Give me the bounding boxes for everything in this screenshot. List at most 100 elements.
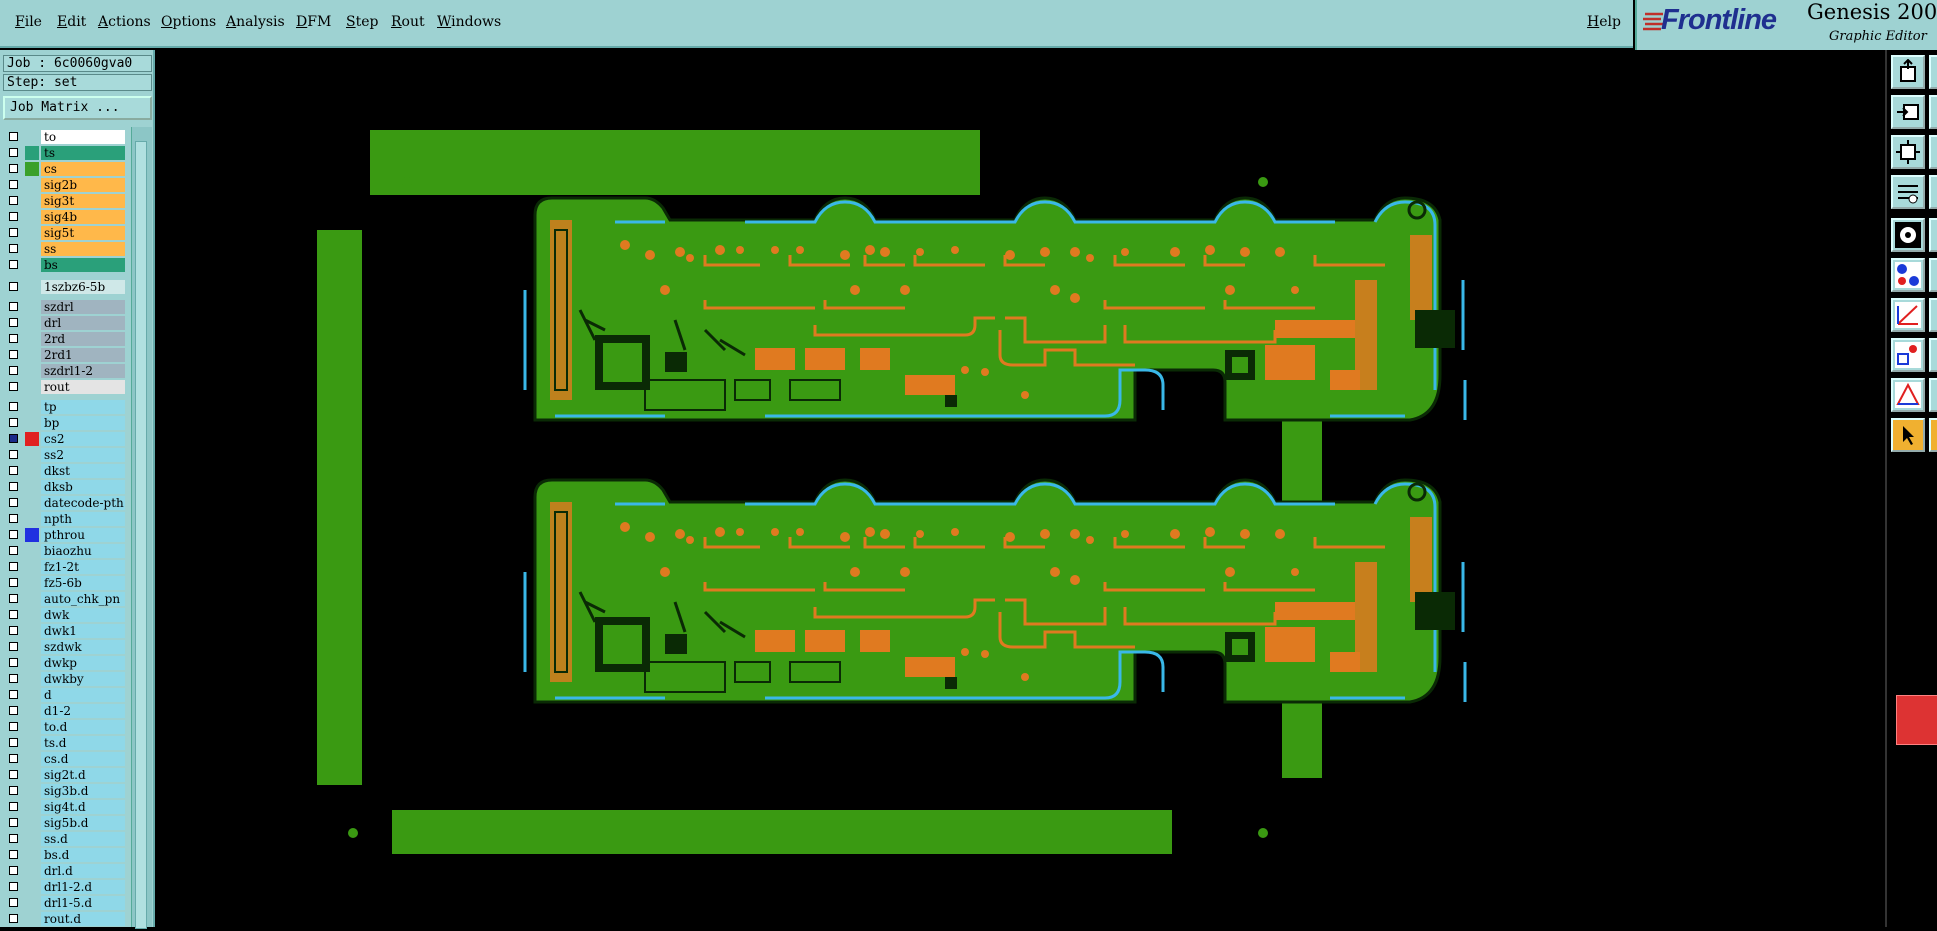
layer-row[interactable]: dwkby [3, 671, 125, 687]
layer-name[interactable]: d [41, 688, 125, 702]
layer-checkbox[interactable] [9, 786, 18, 795]
layer-row[interactable]: fz5-6b [3, 575, 125, 591]
layer-name[interactable]: sig3t [41, 194, 125, 208]
snap-icon[interactable] [1891, 218, 1925, 252]
layer-row[interactable]: ss2 [3, 447, 125, 463]
layer-name[interactable]: ss.d [41, 832, 125, 846]
layer-row[interactable]: sig4t.d [3, 799, 125, 815]
layer-checkbox[interactable] [9, 818, 18, 827]
layer-checkbox[interactable] [9, 530, 18, 539]
layer-row[interactable]: drl.d [3, 863, 125, 879]
layer-row[interactable]: cs.d [3, 751, 125, 767]
layer-name[interactable]: dksb [41, 480, 125, 494]
layer-name[interactable]: sig5t [41, 226, 125, 240]
settings-icon[interactable] [1891, 175, 1925, 209]
layer-row[interactable]: dksb [3, 479, 125, 495]
tool-edge[interactable] [1929, 338, 1937, 372]
layer-checkbox[interactable] [9, 642, 18, 651]
layer-checkbox[interactable] [9, 706, 18, 715]
tool-edge[interactable] [1929, 258, 1937, 292]
layer-name[interactable]: 2rd [41, 332, 125, 346]
pcb-panel-view[interactable] [155, 50, 1885, 927]
tool-edge[interactable] [1929, 218, 1937, 252]
pointer-icon[interactable] [1891, 418, 1925, 452]
layer-row[interactable]: sig4b [3, 209, 125, 225]
menu-actions[interactable]: Actions [98, 14, 151, 30]
layer-row[interactable]: bp [3, 415, 125, 431]
menu-file[interactable]: File [15, 14, 42, 30]
layer-name[interactable]: dwkby [41, 672, 125, 686]
layer-checkbox[interactable] [9, 514, 18, 523]
layer-name[interactable]: sig3b.d [41, 784, 125, 798]
layer-row[interactable]: pthrou [3, 527, 125, 543]
layer-checkbox[interactable] [9, 674, 18, 683]
layer-checkbox[interactable] [9, 482, 18, 491]
layer-checkbox[interactable] [9, 466, 18, 475]
pcb-board-upper[interactable] [523, 196, 1467, 422]
layer-row[interactable]: szdrl [3, 299, 125, 315]
layer-checkbox[interactable] [9, 866, 18, 875]
layer-row[interactable]: ss [3, 241, 125, 257]
layer-row[interactable]: drl [3, 315, 125, 331]
layer-name[interactable]: bs.d [41, 848, 125, 862]
layer-list-scrollbar[interactable] [131, 127, 152, 929]
layer-checkbox[interactable] [9, 802, 18, 811]
layer-row[interactable]: 2rd1 [3, 347, 125, 363]
layer-checkbox[interactable] [9, 148, 18, 157]
scrollbar-thumb[interactable] [135, 141, 147, 929]
layer-row[interactable]: biaozhu [3, 543, 125, 559]
layer-name[interactable]: dwk1 [41, 624, 125, 638]
layer-name[interactable]: 2rd1 [41, 348, 125, 362]
zoom-fit-icon[interactable] [1891, 135, 1925, 169]
layer-checkbox[interactable] [9, 196, 18, 205]
menu-rout[interactable]: Rout [391, 14, 425, 30]
layer-name[interactable]: npth [41, 512, 125, 526]
layer-name[interactable]: bp [41, 416, 125, 430]
layer-checkbox[interactable] [9, 834, 18, 843]
pcb-board-lower[interactable] [523, 478, 1467, 704]
layer-row[interactable]: d1-2 [3, 703, 125, 719]
layer-row[interactable]: datecode-pth [3, 495, 125, 511]
layer-name[interactable]: auto_chk_pn [41, 592, 125, 606]
layer-row[interactable]: to.d [3, 719, 125, 735]
layer-row[interactable]: tp [3, 399, 125, 415]
layer-checkbox[interactable] [9, 658, 18, 667]
layer-name[interactable]: sig2t.d [41, 768, 125, 782]
layer-name[interactable]: sig4t.d [41, 800, 125, 814]
layer-row[interactable]: drl1-2.d [3, 879, 125, 895]
layer-checkbox[interactable] [9, 418, 18, 427]
layer-row[interactable]: dkst [3, 463, 125, 479]
layer-name[interactable]: szdrl [41, 300, 125, 314]
layer-color-swatch[interactable] [25, 146, 39, 160]
layer-checkbox[interactable] [9, 898, 18, 907]
layer-checkbox[interactable] [9, 260, 18, 269]
layer-checkbox[interactable] [9, 434, 18, 443]
layer-row[interactable]: auto_chk_pn [3, 591, 125, 607]
layer-name[interactable]: cs.d [41, 752, 125, 766]
layer-checkbox[interactable] [9, 546, 18, 555]
layer-name[interactable]: to.d [41, 720, 125, 734]
layer-name[interactable]: dwk [41, 608, 125, 622]
tool-edge[interactable] [1929, 378, 1937, 412]
layer-row[interactable]: cs [3, 161, 125, 177]
layer-name[interactable]: ts.d [41, 736, 125, 750]
layer-checkbox[interactable] [9, 770, 18, 779]
layer-checkbox[interactable] [9, 738, 18, 747]
layer-row[interactable]: sig3t [3, 193, 125, 209]
menu-help[interactable]: Help [1587, 14, 1621, 30]
layer-checkbox[interactable] [9, 318, 18, 327]
layer-name[interactable]: datecode-pth [41, 496, 125, 510]
layer-checkbox[interactable] [9, 914, 18, 923]
zoom-home-icon[interactable] [1891, 95, 1925, 129]
connect-icon[interactable] [1891, 258, 1925, 292]
layer-row[interactable]: sig5b.d [3, 815, 125, 831]
layer-row[interactable]: ts.d [3, 735, 125, 751]
layer-checkbox[interactable] [9, 850, 18, 859]
layer-name[interactable]: rout [41, 380, 125, 394]
layer-row[interactable]: sig2b [3, 177, 125, 193]
layer-name[interactable]: bs [41, 258, 125, 272]
pan-icon[interactable] [1891, 55, 1925, 89]
layer-name[interactable]: szdwk [41, 640, 125, 654]
tool-edge[interactable] [1929, 418, 1937, 452]
layer-name[interactable]: tp [41, 400, 125, 414]
